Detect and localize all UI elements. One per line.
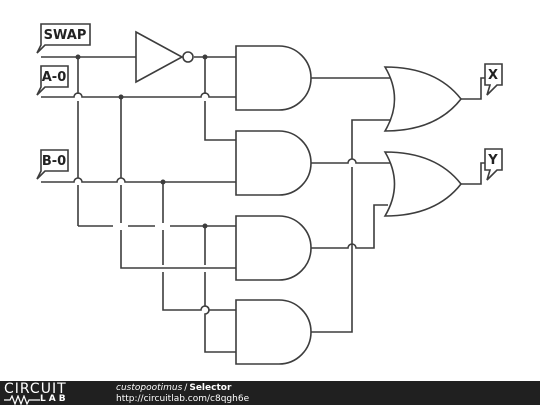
circuit-info: custopootimus/Selector http://circuitlab…	[116, 383, 249, 405]
input-label-b0-text: B-0	[42, 154, 66, 169]
input-label-a0[interactable]: A-0	[36, 65, 69, 96]
and-gate-1[interactable]	[235, 45, 312, 111]
schematic-canvas: SWAP A-0 B-0 X Y	[36, 23, 503, 365]
input-label-b0[interactable]: B-0	[36, 149, 69, 180]
input-label-swap[interactable]: SWAP	[36, 23, 91, 54]
circuit-url[interactable]: http://circuitlab.com/c8qgh6e	[116, 394, 250, 404]
logo-top-text: CIRCUIT	[4, 381, 67, 397]
output-label-x[interactable]: X	[484, 63, 503, 96]
output-label-y-text: Y	[487, 153, 498, 168]
wires	[41, 56, 485, 353]
circuitlab-logo[interactable]: CIRCUIT LAB	[4, 381, 110, 405]
circuit-title[interactable]: Selector	[189, 383, 232, 393]
logo-bottom-text: LAB	[40, 394, 69, 404]
input-label-swap-text: SWAP	[44, 28, 87, 43]
junctions	[75, 54, 208, 229]
author-link[interactable]: custopootimus	[116, 383, 183, 393]
resistor-squiggle-icon	[4, 395, 40, 405]
input-label-a0-text: A-0	[42, 70, 67, 85]
output-label-x-text: X	[488, 68, 498, 83]
and-gate-3[interactable]	[235, 215, 312, 281]
or-gate-y[interactable]	[383, 151, 463, 217]
or-gate-x[interactable]	[383, 66, 463, 132]
not-gate[interactable]	[135, 30, 194, 84]
footer-bar: CIRCUIT LAB custopootimus/Selector http:…	[0, 381, 540, 405]
and-gate-2[interactable]	[235, 130, 312, 196]
path-separator: /	[184, 383, 188, 393]
and-gate-4[interactable]	[235, 299, 312, 365]
output-label-y[interactable]: Y	[484, 148, 503, 181]
